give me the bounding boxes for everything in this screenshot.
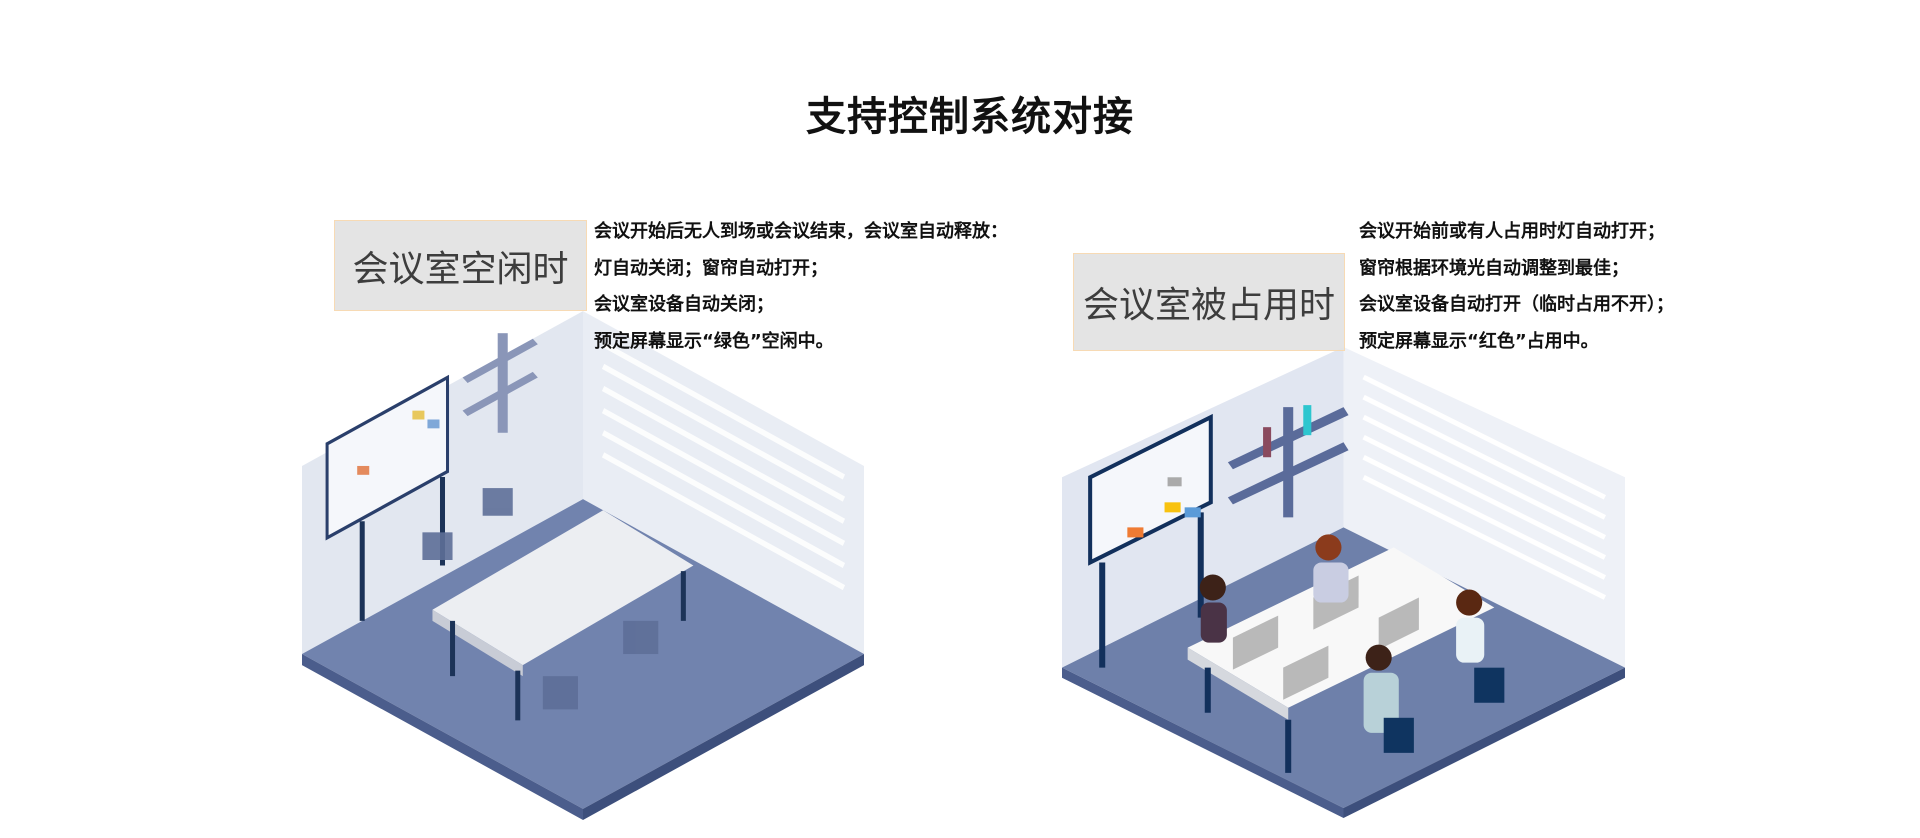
idle-line: 灯自动关闭；窗帘自动打开； <box>594 257 828 279</box>
occupied-line: 会议室设备自动打开（临时占用不开）； <box>1359 294 1674 315</box>
idle-line: 预定屏幕显示“绿色”空闲中。 <box>594 330 834 352</box>
idle-line: 会议开始后无人到场或会议结束，会议室自动释放： <box>594 221 1008 242</box>
occupied-room-description: 会议开始前或有人占用时灯自动打开； 窗帘根据环境光自动调整到最佳； 会议室设备自… <box>1359 214 1674 360</box>
idle-room-illustration <box>302 311 864 820</box>
idle-room-label: 会议室空闲时 <box>334 220 587 311</box>
occupied-room-illustration <box>1062 347 1625 818</box>
occupied-line: 窗帘根据环境光自动调整到最佳； <box>1359 257 1629 279</box>
bookshelf <box>462 333 538 433</box>
idle-line: 会议室设备自动关闭； <box>594 294 774 315</box>
occupied-room-label: 会议室被占用时 <box>1073 253 1345 351</box>
bookshelf <box>1227 405 1349 518</box>
whiteboard <box>1088 413 1213 668</box>
occupied-line: 会议开始前或有人占用时灯自动打开； <box>1359 221 1665 242</box>
idle-room-description: 会议开始后无人到场或会议结束，会议室自动释放： 灯自动关闭；窗帘自动打开； 会议… <box>594 214 1008 360</box>
occupied-line: 预定屏幕显示“红色”占用中。 <box>1359 330 1599 352</box>
page-title: 支持控制系统对接 <box>806 94 1134 140</box>
chairs <box>1383 667 1505 753</box>
